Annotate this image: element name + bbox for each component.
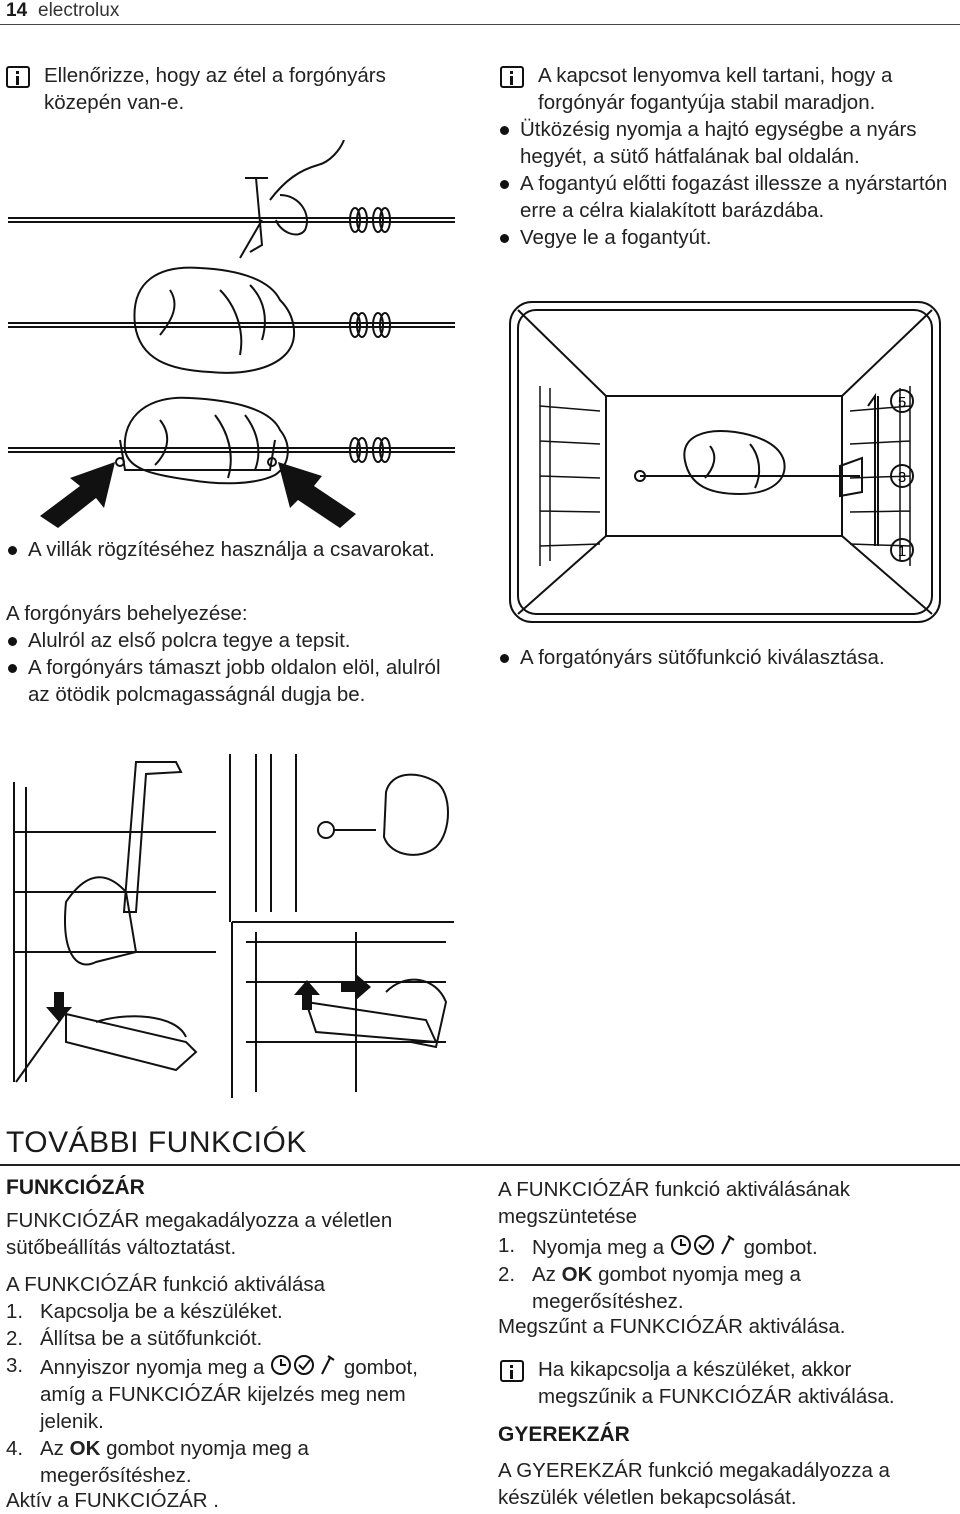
section-title: TOVÁBBI FUNKCIÓK: [6, 1126, 307, 1159]
info-note-right: A kapcsot lenyomva kell tartani, hogy a …: [500, 62, 955, 116]
oven-label-3: 3: [898, 469, 906, 486]
clock-check-key-icon: [271, 1355, 335, 1375]
spit-illustration: [8, 140, 455, 528]
insert-step: A forgónyárs támaszt jobb oldalon elöl, …: [6, 654, 456, 708]
insert-steps: Alulról az első polcra tegye a tepsit. A…: [6, 627, 456, 708]
screws-bullet: A villák rögzítéséhez használja a csavar…: [6, 536, 456, 563]
deactivated-status: Megszűnt a FUNKCIÓZÁR aktiválása.: [498, 1315, 846, 1338]
deactivate-steps: 1.Nyomja meg a gombot. 2.Az OK gombot ny…: [498, 1232, 958, 1315]
deactivate-step: 2.Az OK gombot nyomja meg a megerősítésh…: [498, 1263, 801, 1313]
spit-support-illustration: [13, 754, 454, 1098]
spit-step: A fogantyú előtti fogazást illessze a ny…: [498, 170, 958, 224]
gyerekzar-heading: GYEREKZÁR: [498, 1423, 630, 1446]
info-note-funkciozar: Ha kikapcsolja a készüléket, akkor megsz…: [500, 1356, 955, 1410]
info-note-left: Ellenőrizze, hogy az étel a forgónyárs k…: [6, 62, 456, 116]
funkciozar-heading: FUNKCIÓZÁR: [6, 1176, 145, 1199]
activate-step: 4.Az OK gombot nyomja meg a megerősítésh…: [6, 1437, 309, 1487]
clock-check-key-icon: [670, 1235, 735, 1255]
oven-label-5: 5: [898, 394, 906, 411]
activate-step: 3.Annyiszor nyomja meg a gombot, amíg a …: [6, 1354, 418, 1433]
spit-step: Vegye le a fogantyút.: [498, 224, 958, 251]
funkciozar-desc: FUNKCIÓZÁR megakadályozza a véletlen süt…: [6, 1209, 393, 1259]
info-note-text: Ellenőrizze, hogy az étel a forgónyárs k…: [44, 64, 386, 114]
insert-title: A forgónyárs behelyezése:: [6, 602, 248, 625]
deactivate-step: 1.Nyomja meg a gombot.: [498, 1234, 818, 1259]
page-header: 14 electrolux: [0, 0, 960, 24]
activate-steps: 1.Kapcsolja be a készüléket. 2.Állítsa b…: [6, 1298, 456, 1489]
activate-title: A FUNKCIÓZÁR funkció aktiválása: [6, 1273, 325, 1296]
oven-label-1: 1: [898, 543, 906, 560]
info-icon: [6, 66, 30, 88]
header-rule: [0, 24, 960, 25]
activate-step: 1.Kapcsolja be a készüléket.: [6, 1300, 283, 1323]
insert-step: Alulról az első polcra tegye a tepsit.: [6, 627, 456, 654]
info-note-text: A kapcsot lenyomva kell tartani, hogy a …: [538, 64, 893, 114]
spit-step: Ütközésig nyomja a hajtó egységbe a nyár…: [498, 116, 958, 170]
gyerekzar-desc: A GYEREKZÁR funkció megakadályozza a kés…: [498, 1459, 890, 1509]
screws-bullet-list: A villák rögzítéséhez használja a csavar…: [6, 536, 456, 563]
function-bullet-list: A forgatónyárs sütőfunkció kiválasztása.: [498, 644, 958, 671]
deactivate-title: A FUNKCIÓZÁR funkció aktiválásának megsz…: [498, 1178, 851, 1228]
section-rule: [0, 1164, 960, 1166]
info-note-text: Ha kikapcsolja a készüléket, akkor megsz…: [538, 1358, 895, 1408]
active-status: Aktív a FUNKCIÓZÁR .: [6, 1489, 219, 1512]
activate-step: 2.Állítsa be a sütőfunkciót.: [6, 1327, 263, 1350]
oven-illustration: 5 3 1: [509, 301, 941, 623]
brand-name: electrolux: [38, 0, 120, 21]
page-number: 14: [6, 0, 28, 21]
spit-steps: Ütközésig nyomja a hajtó egységbe a nyár…: [498, 116, 958, 251]
info-icon: [500, 1360, 524, 1382]
info-icon: [500, 66, 524, 88]
function-bullet: A forgatónyárs sütőfunkció kiválasztása.: [498, 644, 958, 671]
